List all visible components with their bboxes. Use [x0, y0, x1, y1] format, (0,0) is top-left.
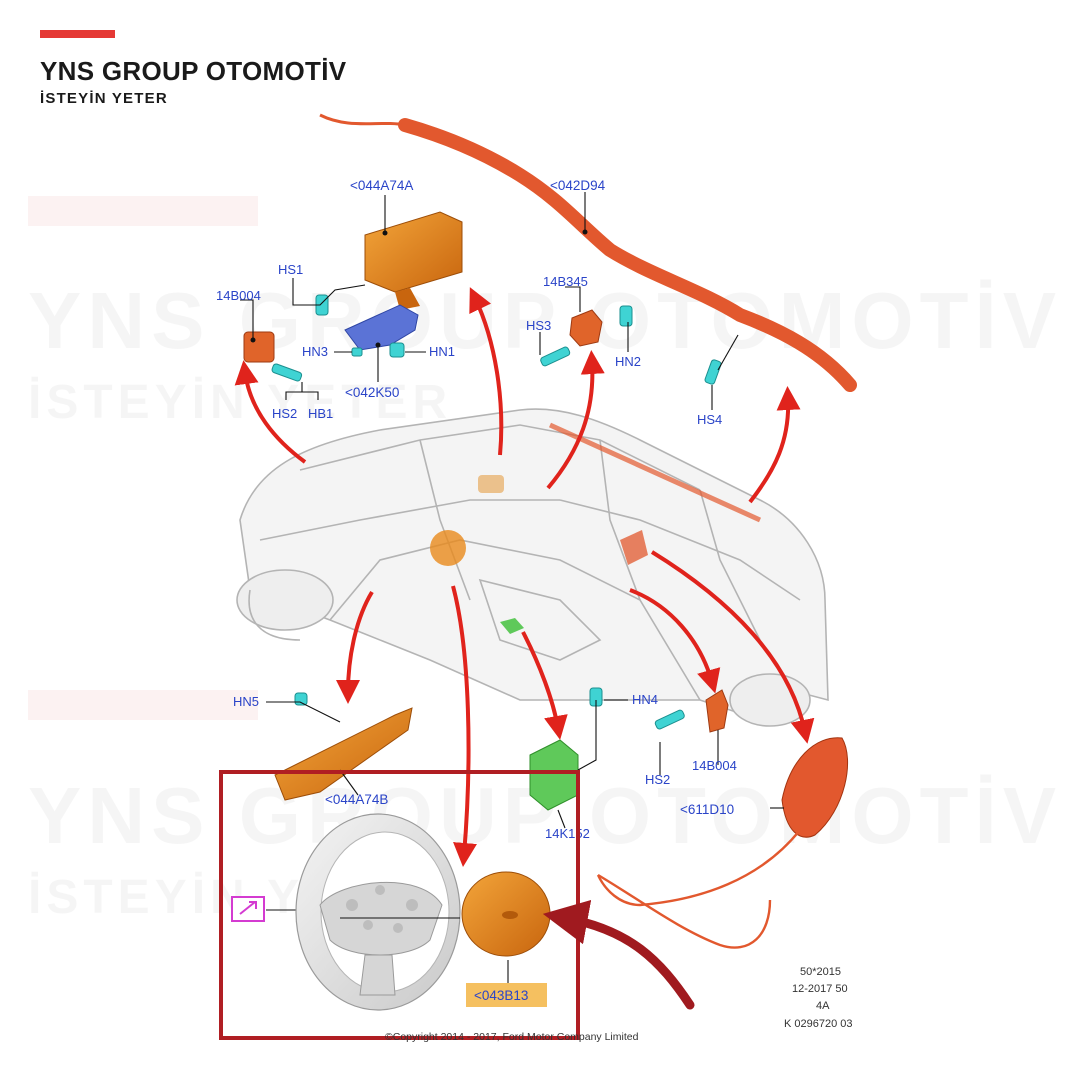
- passenger-airbag-in-car: [478, 475, 504, 493]
- callout-044A74A: <044A74A: [350, 178, 413, 193]
- steering-wheel: [295, 813, 461, 1011]
- passenger-airbag-044A74A: [364, 211, 463, 310]
- sensor-14B004-top: [243, 331, 275, 363]
- steering-airbag-in-car: [430, 530, 466, 566]
- callout-hb1: HB1: [308, 406, 333, 421]
- callout-043B13: <043B13: [474, 988, 528, 1003]
- callout-hs2-bottom: HS2: [645, 772, 670, 787]
- meta-line: 12-2017 50: [792, 983, 848, 995]
- callout-042D94: <042D94: [550, 178, 606, 193]
- brand-slogan: İSTEYİN YETER: [40, 90, 168, 107]
- curtain-airbag-wire: [319, 113, 406, 127]
- callout-hn2: HN2: [615, 354, 641, 369]
- callout-hn3: HN3: [302, 344, 328, 359]
- control-module-14K152: [500, 618, 579, 811]
- brand-title: YNS GROUP OTOMOTİV: [40, 56, 347, 86]
- callout-611D10: <611D10: [680, 802, 734, 817]
- label-highlight-043B13: [466, 983, 547, 1007]
- connector-icons: [271, 294, 722, 730]
- sensor-14B345: [569, 309, 603, 347]
- callout-hn5: HN5: [233, 694, 259, 709]
- meta-line: K 0296720 03: [784, 1018, 853, 1030]
- external-link-icon: [231, 896, 265, 922]
- callout-hs3: HS3: [526, 318, 551, 333]
- meta-line: 50*2015: [800, 966, 841, 978]
- seat-side-airbag-in-car: [620, 530, 648, 565]
- callout-hs4: HS4: [697, 412, 722, 427]
- callout-hn1: HN1: [429, 344, 455, 359]
- callout-14B004-bottom: 14B004: [692, 758, 737, 773]
- side-airbag-611D10: [596, 737, 849, 949]
- callout-14B345: 14B345: [543, 274, 588, 289]
- callout-044A74B: <044A74B: [325, 792, 388, 807]
- steering-airbag-043B13: [461, 871, 551, 957]
- meta-line: 4A: [816, 1000, 830, 1012]
- direction-arrows: [234, 287, 815, 867]
- copyright-text: ©Copyright 2014 - 2017, Ford Motor Compa…: [385, 1031, 639, 1043]
- callout-042K50: <042K50: [345, 385, 399, 400]
- leader-lines: [240, 192, 784, 985]
- watermark-bar: [28, 196, 258, 226]
- pointer-arrow: [542, 899, 695, 1010]
- curtain-airbag-042D94: [398, 118, 857, 392]
- brand-accent-bar: [40, 30, 115, 38]
- watermark-name: YNS GROUP OTOMOTİV: [28, 275, 1062, 367]
- watermark-bar: [28, 690, 258, 720]
- callout-14K152: 14K152: [545, 826, 590, 841]
- callout-14B004-top: 14B004: [216, 288, 261, 303]
- callout-hs1: HS1: [278, 262, 303, 277]
- callout-hs2-top: HS2: [272, 406, 297, 421]
- car-body: [236, 408, 829, 727]
- bracket-042K50: [344, 304, 419, 351]
- knee-airbag-044A74B: [274, 707, 413, 801]
- curtain-airbag-in-car: [548, 422, 762, 523]
- callout-hn4: HN4: [632, 692, 658, 707]
